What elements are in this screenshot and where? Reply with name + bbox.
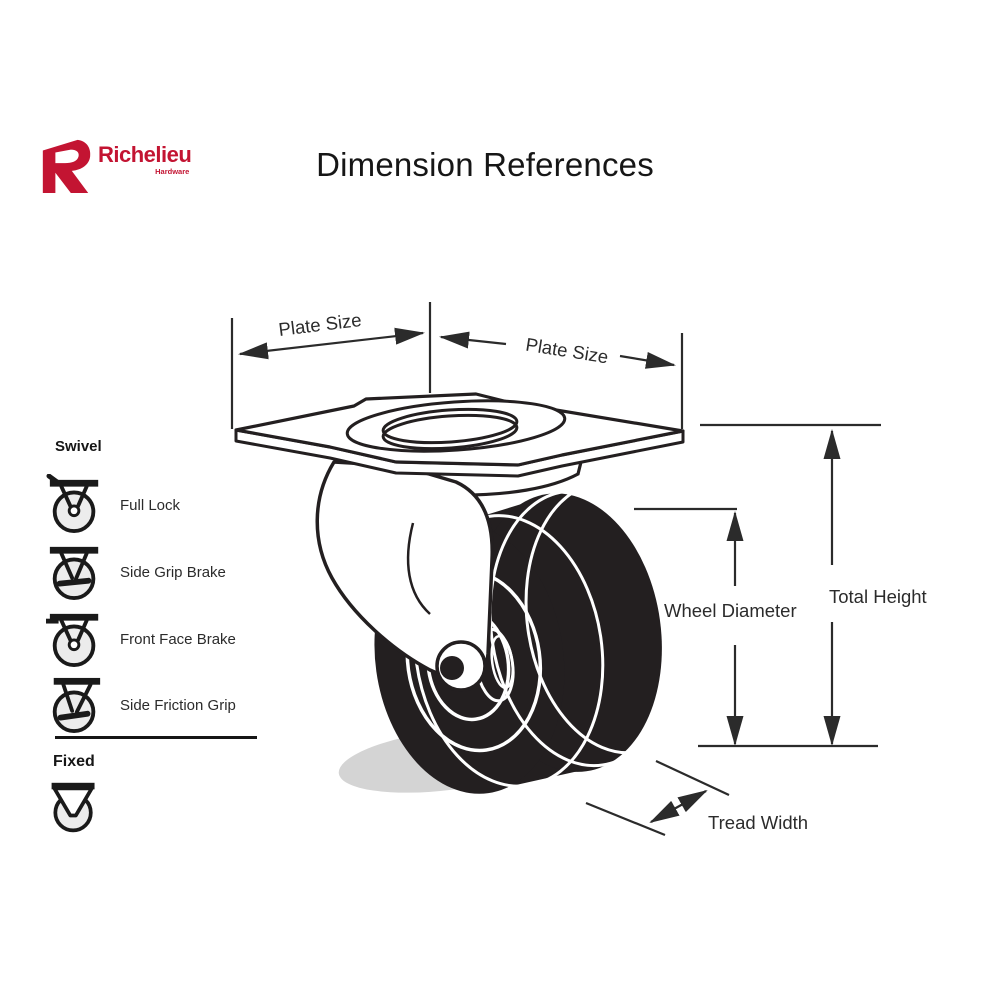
list-item <box>46 778 102 843</box>
caster-fork <box>315 460 494 683</box>
fixed-section-header: Fixed <box>53 753 95 770</box>
legend-label-full-lock: Full Lock <box>120 496 181 514</box>
swivel-section-header: Swivel <box>55 438 102 455</box>
richelieu-logo: Richelieu Hardware <box>38 138 192 194</box>
legend-label-side-grip-brake: Side Grip Brake <box>120 563 226 581</box>
list-item: Front Face Brake <box>46 608 236 670</box>
tread-tick-left <box>585 801 666 837</box>
dimension-lines <box>230 302 881 837</box>
logo-sub-text: Hardware <box>155 167 190 176</box>
legend-divider <box>55 736 257 739</box>
logo-wordmark: Richelieu Hardware <box>98 142 192 176</box>
list-item: Side Friction Grip <box>46 674 236 736</box>
plate-size-right-arrow-a <box>439 331 507 349</box>
logo-brand-text: Richelieu <box>98 142 192 167</box>
plate-size-left-arrow <box>238 327 425 360</box>
wheel-diameter-label: Wheel Diameter <box>664 600 797 621</box>
total-height-label: Total Height <box>829 586 927 607</box>
richelieu-r-icon <box>42 139 91 194</box>
caster-full-lock-icon <box>46 474 99 534</box>
tread-width-label: Tread Width <box>708 812 809 833</box>
page-title: Dimension References <box>316 146 654 183</box>
mounting-plate <box>234 392 685 478</box>
list-item: Side Grip Brake <box>46 541 226 603</box>
plate-size-right-arrow-b <box>619 352 676 369</box>
caster-front-face-brake-icon <box>46 613 99 668</box>
list-item: Full Lock <box>46 474 180 536</box>
tread-width-arrow <box>649 790 708 823</box>
axle-hub <box>435 640 487 692</box>
legend-label-front-face-brake: Front Face Brake <box>120 630 236 648</box>
legend-label-side-friction-grip: Side Friction Grip <box>120 696 236 714</box>
tread-tick-right <box>655 760 730 796</box>
caster-side-grip-brake-icon <box>49 546 99 601</box>
caster-fixed-icon <box>51 782 95 833</box>
caster-side-friction-grip-icon <box>52 677 101 734</box>
